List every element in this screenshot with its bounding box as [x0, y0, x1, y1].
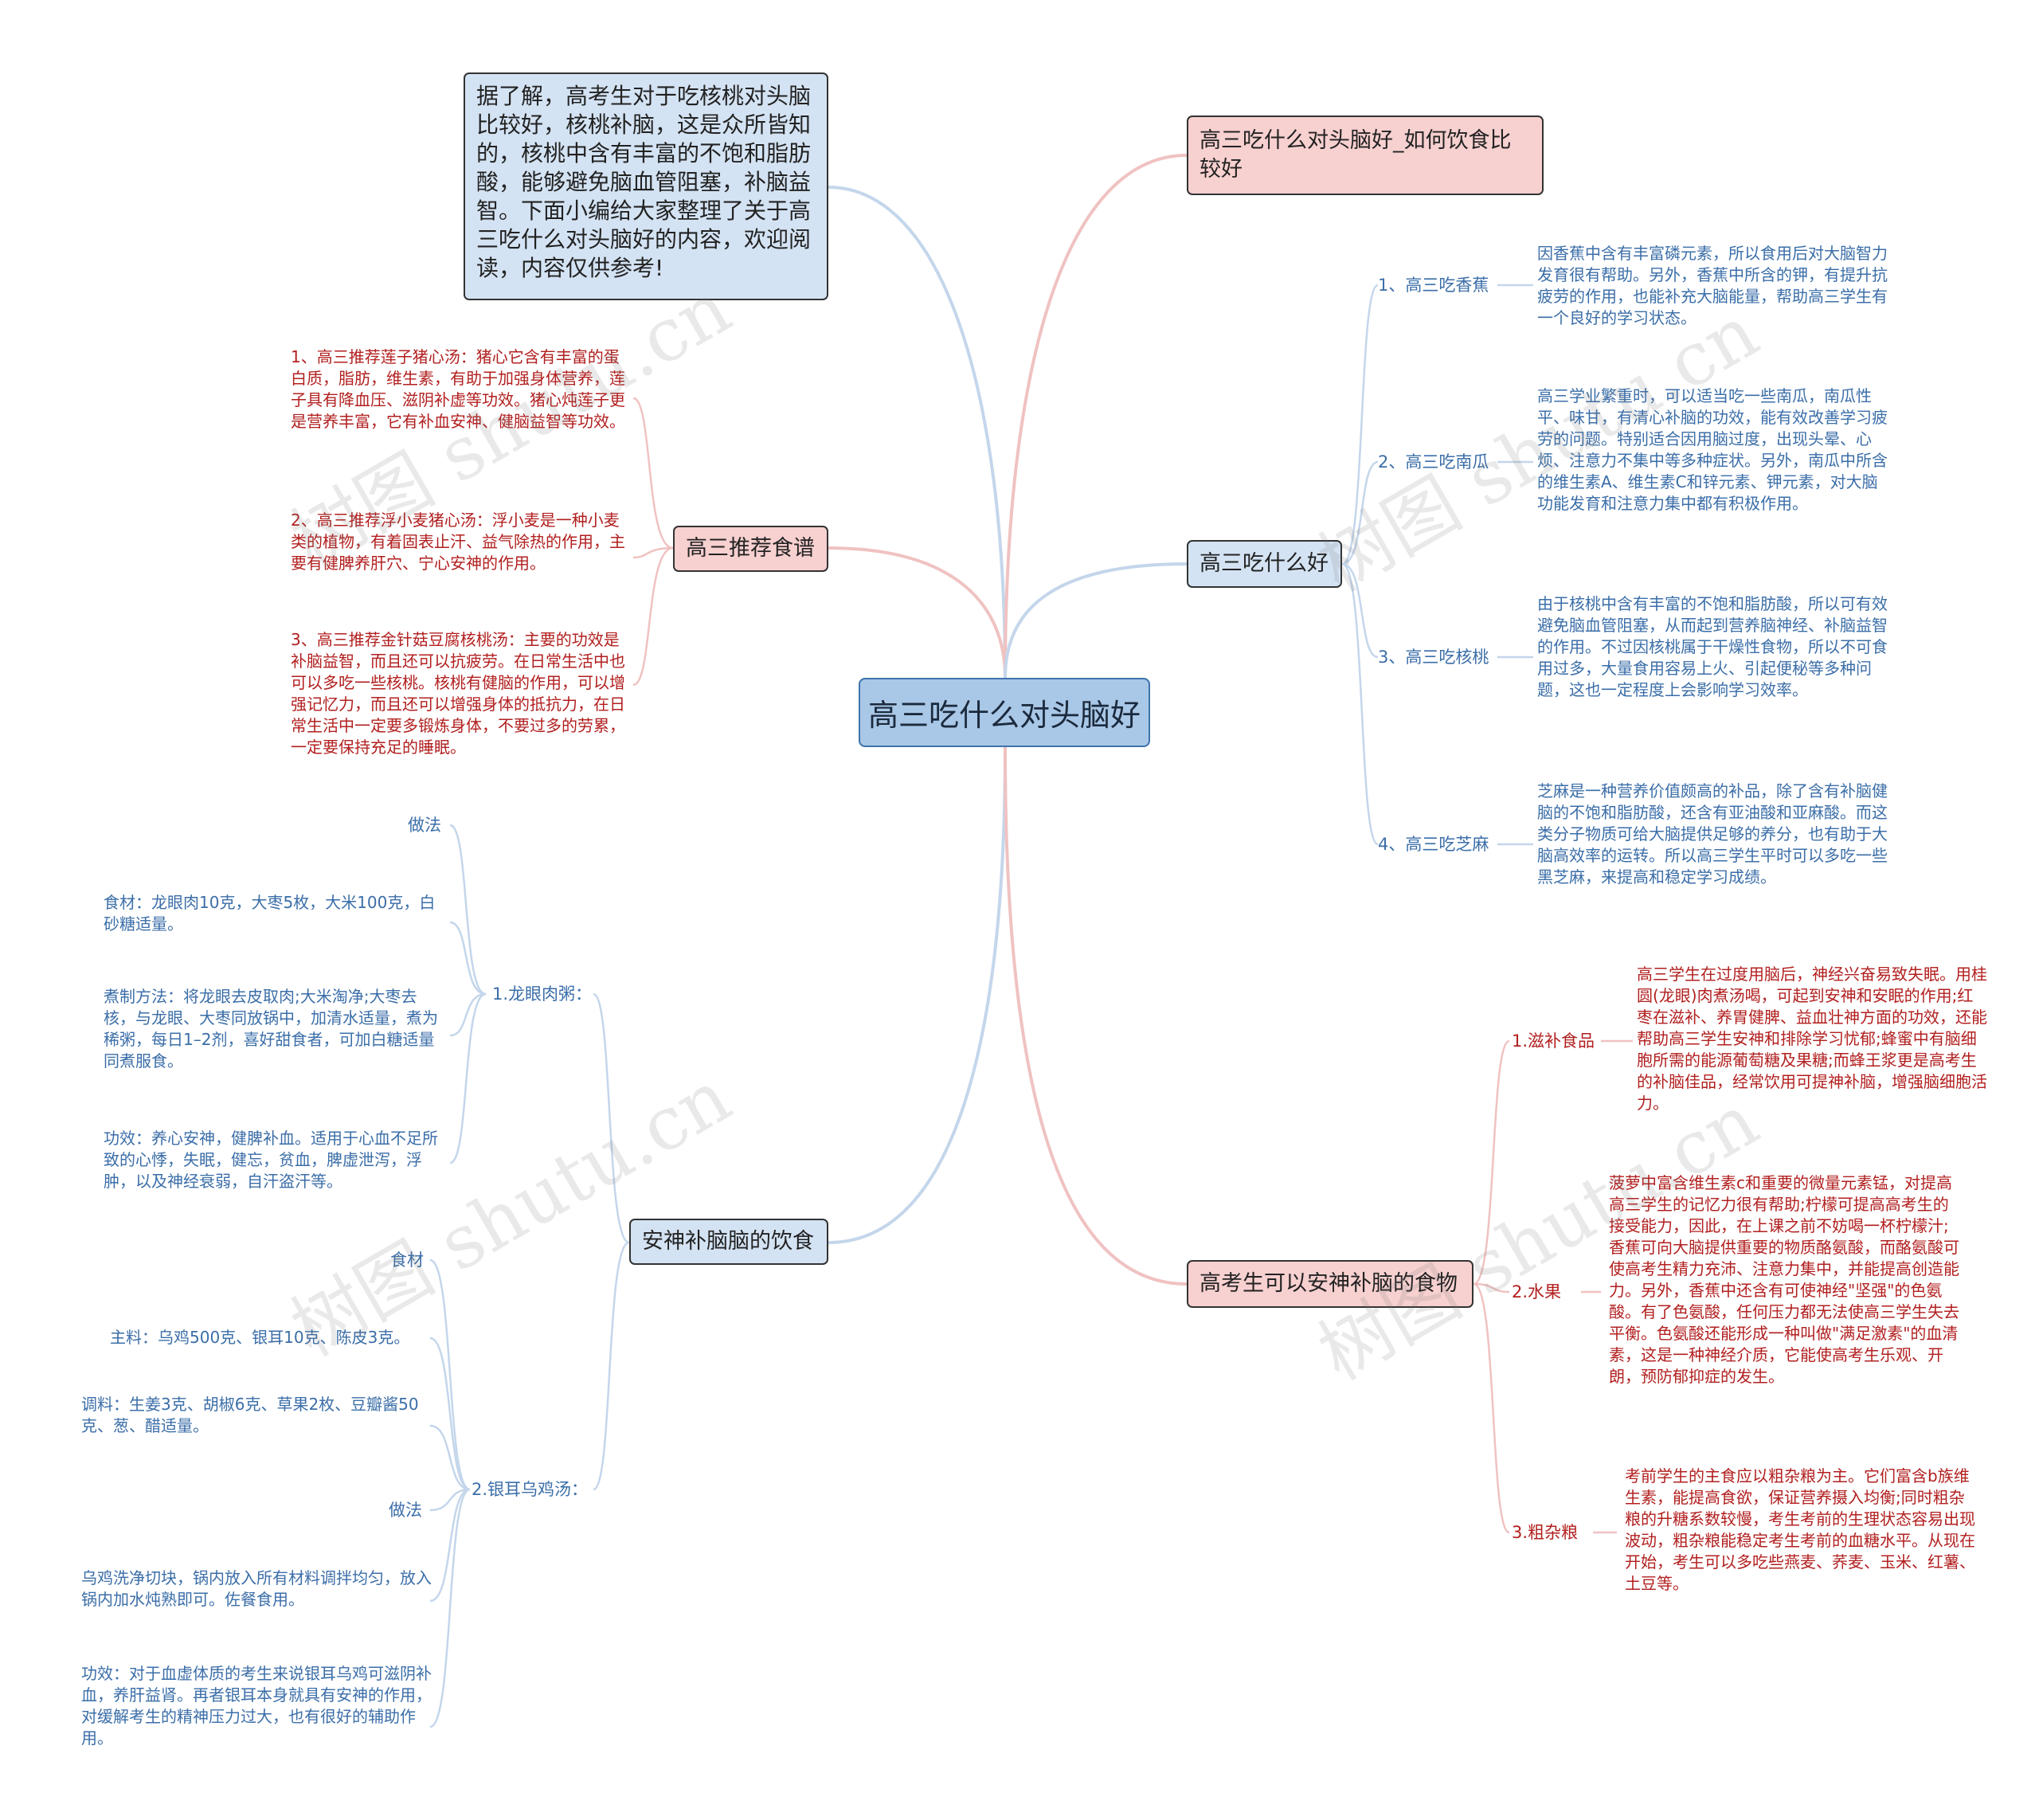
calm-text-tonic: 高三学生在过度用脑后，神经兴奋易致失眠。用桂圆(龙眼)肉煮汤喝，可起到安神和安眠…	[1637, 965, 1987, 1113]
eat-text-banana: 因香蕉中含有丰富磷元素，所以食用后对大脑智力发育很有帮助。另外，香蕉中所含的钾，…	[1537, 244, 1888, 327]
calm-label-tonic[interactable]: 1.滋补食品	[1512, 1031, 1595, 1051]
chicken-item-3: 乌鸡洗净切块，锅内放入所有材料调拌均匀，放入锅内加水炖熟即可。佐餐食用。	[81, 1568, 432, 1609]
edge-root-recipes	[828, 546, 1007, 679]
longan-item-3: 功效：养心安神，健脾补血。适用于心血不足所致的心悸，失眠，健忘，贫血，脾虚泄泻，…	[104, 1129, 438, 1191]
eat-label-banana[interactable]: 1、高三吃香蕉	[1378, 276, 1489, 295]
eat-text-pumpkin: 高三学业繁重时，可以适当吃一些南瓜，南瓜性平、味甘，有清心补脑的功效，能有效改善…	[1537, 386, 1888, 513]
longan-item-2: 煮制方法：将龙眼去皮取肉;大米淘净;大枣去核，与龙眼、大枣同放锅中，加清水适量，…	[104, 987, 438, 1070]
chicken-item-2: 调料：生姜3克、胡椒6克、草果2枚、豆瓣酱50克、葱、醋适量。	[81, 1395, 419, 1435]
eat-node[interactable]: 高三吃什么好	[1187, 540, 1342, 588]
root-node[interactable]: 高三吃什么对头脑好	[859, 678, 1150, 747]
longan-heading: 做法	[408, 816, 441, 835]
recipes-node[interactable]: 高三推荐食谱	[673, 526, 828, 572]
longan-label[interactable]: 1.龙眼肉粥：	[492, 984, 593, 1004]
eat-text-sesame: 芝麻是一种营养价值颇高的补品，除了含有补脑健脑的不饱和脂肪酸，还含有亚油酸和亚麻…	[1537, 781, 1888, 887]
edge-root-eat	[1004, 562, 1188, 679]
edge-root-top	[1004, 154, 1188, 679]
chicken-heading-ingredients: 食材	[390, 1251, 424, 1270]
eat-label-pumpkin[interactable]: 2、高三吃南瓜	[1378, 452, 1489, 472]
calm-node[interactable]: 高考生可以安神补脑的食物	[1187, 1260, 1473, 1308]
eat-text-walnut: 由于核桃中含有丰富的不饱和脂肪酸，所以可有效避免脑血管阻塞，从而起到营养脑神经、…	[1537, 594, 1888, 699]
eat-label-sesame[interactable]: 4、高三吃芝麻	[1378, 835, 1489, 854]
chicken-item-4: 功效：对于血虚体质的考生来说银耳乌鸡可滋阴补血，养肝益肾。再者银耳本身就具有安神…	[81, 1664, 432, 1748]
top-topic-node[interactable]: 高三吃什么对头脑好_如何饮食比较好	[1187, 115, 1544, 195]
chicken-label[interactable]: 2.银耳乌鸡汤：	[472, 1480, 589, 1499]
diet-node[interactable]: 安神补脑脑的饮食	[629, 1219, 828, 1265]
calm-label-fruit[interactable]: 2.水果	[1512, 1282, 1562, 1301]
recipe-item-1: 1、高三推荐莲子猪心汤：猪心它含有丰富的蛋白质，脂肪，维生素，有助于加强身体营养…	[291, 347, 625, 431]
longan-item-1: 食材：龙眼肉10克，大枣5枚，大米100克，白砂糖适量。	[104, 893, 436, 933]
eat-label-walnut[interactable]: 3、高三吃核桃	[1378, 648, 1489, 667]
recipe-item-3: 3、高三推荐金针菇豆腐核桃汤：主要的功效是补脑益智，而且还可以抗疲劳。在日常生活…	[291, 630, 625, 757]
chicken-heading-method: 做法	[389, 1501, 422, 1520]
edge-root-diet	[828, 746, 1007, 1244]
chicken-item-1: 主料：乌鸡500克、银耳10克、陈皮3克。	[110, 1328, 410, 1347]
recipe-item-2: 2、高三推荐浮小麦猪心汤：浮小麦是一种小麦类的植物，有着固表止汗、益气除热的作用…	[291, 511, 625, 573]
calm-text-grain: 考前学生的主食应以粗杂粮为主。它们富含b族维生素，能提高食欲，保证营养摄入均衡;…	[1625, 1466, 1975, 1593]
edge-root-intro	[828, 186, 1007, 679]
edge-root-calm	[1004, 746, 1188, 1286]
calm-text-fruit: 菠萝中富含维生素c和重要的微量元素锰，对提高高三学生的记忆力很有帮助;柠檬可提高…	[1609, 1173, 1959, 1386]
calm-label-grain[interactable]: 3.粗杂粮	[1512, 1523, 1579, 1542]
intro-node[interactable]: 据了解，高考生对于吃核桃对头脑比较好，核桃补脑，这是众所皆知的，核桃中含有丰富的…	[464, 72, 828, 300]
